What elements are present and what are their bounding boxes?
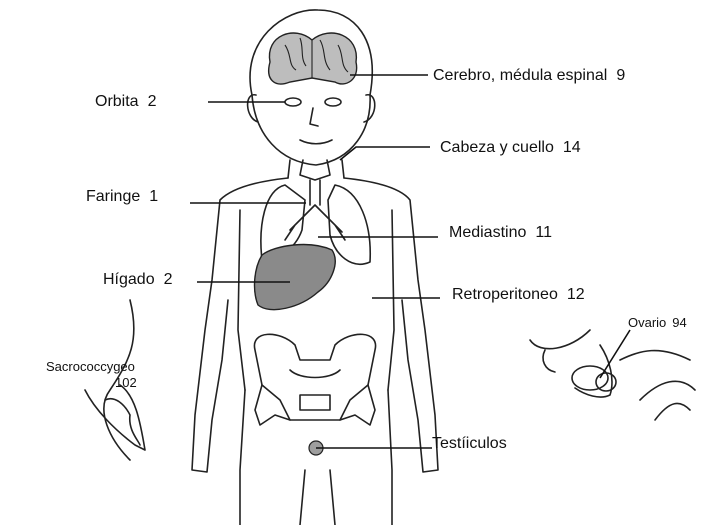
label-sacro-count: 102 xyxy=(115,375,137,390)
label-testiculos-name: Testíiculos xyxy=(432,435,507,452)
label-ovario: Ovario 94 xyxy=(628,316,687,329)
label-ovario-count: 94 xyxy=(672,315,686,330)
label-sacro: Sacrococcygeo xyxy=(46,360,135,373)
label-faringe-count: 1 xyxy=(149,188,158,205)
liver xyxy=(255,245,336,310)
label-mediastino-name: Mediastino xyxy=(449,224,526,241)
label-mediastino: Mediastino 11 xyxy=(449,225,552,241)
label-cabeza: Cabeza y cuello 14 xyxy=(440,140,581,156)
label-ovario-name: Ovario xyxy=(628,315,666,330)
label-orbita-count: 2 xyxy=(148,93,157,110)
label-orbita: Orbita 2 xyxy=(95,94,156,110)
label-cerebro: Cerebro, médula espinal 9 xyxy=(433,68,625,84)
label-sacro-count-wrap: 102 xyxy=(115,376,137,389)
label-sacro-name: Sacrococcygeo xyxy=(46,359,135,374)
label-retro-count: 12 xyxy=(567,286,585,303)
label-retro-name: Retroperitoneo xyxy=(452,286,558,303)
label-mediastino-count: 11 xyxy=(535,224,552,241)
label-orbita-name: Orbita xyxy=(95,93,139,110)
label-retro: Retroperitoneo 12 xyxy=(452,287,585,303)
leader-cabeza xyxy=(340,147,430,160)
label-cerebro-count: 9 xyxy=(616,67,625,84)
label-higado: Hígado 2 xyxy=(103,272,173,288)
label-faringe-name: Faringe xyxy=(86,188,140,205)
label-cerebro-name: Cerebro, médula espinal xyxy=(433,67,607,84)
label-higado-count: 2 xyxy=(164,271,173,288)
label-higado-name: Hígado xyxy=(103,271,155,288)
head-outline xyxy=(250,10,372,165)
label-cabeza-name: Cabeza y cuello xyxy=(440,139,554,156)
label-testiculos: Testíiculos xyxy=(432,436,507,452)
label-faringe: Faringe 1 xyxy=(86,189,158,205)
brain xyxy=(269,33,357,84)
label-cabeza-count: 14 xyxy=(563,139,581,156)
